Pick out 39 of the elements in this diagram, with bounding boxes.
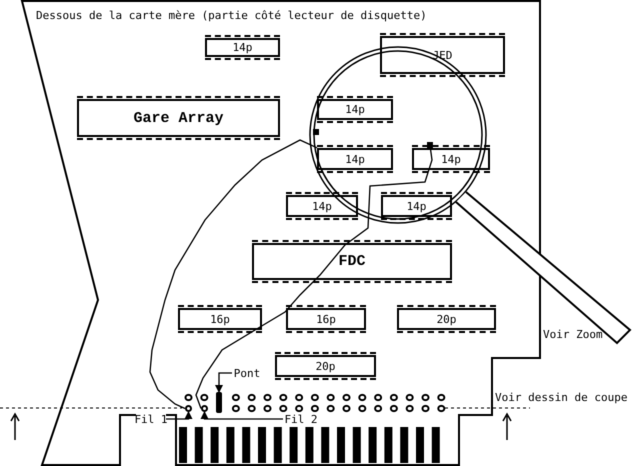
callout-label: Pont: [234, 366, 260, 380]
solder-bridge: [216, 392, 222, 413]
chip-outline: [317, 96, 393, 123]
chip-outline: [286, 192, 358, 220]
note-label: Voir dessin de coupe: [495, 391, 628, 404]
chip-label: 14p: [406, 200, 426, 212]
chip-outline: [252, 240, 452, 283]
note-label: Voir Zoom: [543, 328, 603, 341]
chip-outline: [317, 145, 393, 173]
leader-line: [215, 372, 232, 393]
chip-label: 14p: [345, 152, 365, 166]
chip-outline: [286, 305, 366, 333]
chip-label: 20p: [436, 312, 456, 326]
chip-label: 16p: [316, 312, 336, 326]
leader-line: [200, 411, 283, 420]
chip-outline: [397, 305, 496, 333]
callout-label: Fil 1: [134, 412, 168, 426]
chip-label: 14p: [441, 152, 461, 166]
chip-label: 20p: [316, 360, 336, 372]
chip-label: 14p: [232, 41, 252, 54]
chip-label: 14p: [345, 103, 365, 116]
chip-outline: [77, 96, 280, 140]
callout-label: Fil 2: [284, 412, 318, 426]
chip-outline: [275, 352, 376, 380]
leader-line: [166, 411, 192, 420]
solder-pad: [201, 405, 208, 412]
chip-label: 16p: [210, 312, 230, 326]
chip-label: 14p: [312, 200, 332, 212]
chip-label: Gare Array: [133, 110, 224, 126]
chip-outline: [380, 33, 505, 77]
solder-pad: [185, 405, 192, 412]
chip-label: FDC: [338, 253, 366, 270]
wire: [149, 139, 318, 410]
chip-outline: [178, 305, 262, 333]
leader-line: [195, 142, 433, 409]
diagram-title: Dessous de la carte mère (partie côté lecteur de disquette): [36, 9, 427, 22]
chip-outline: [381, 192, 452, 220]
chip-outline: [412, 145, 490, 173]
chip-outline: [205, 35, 280, 60]
